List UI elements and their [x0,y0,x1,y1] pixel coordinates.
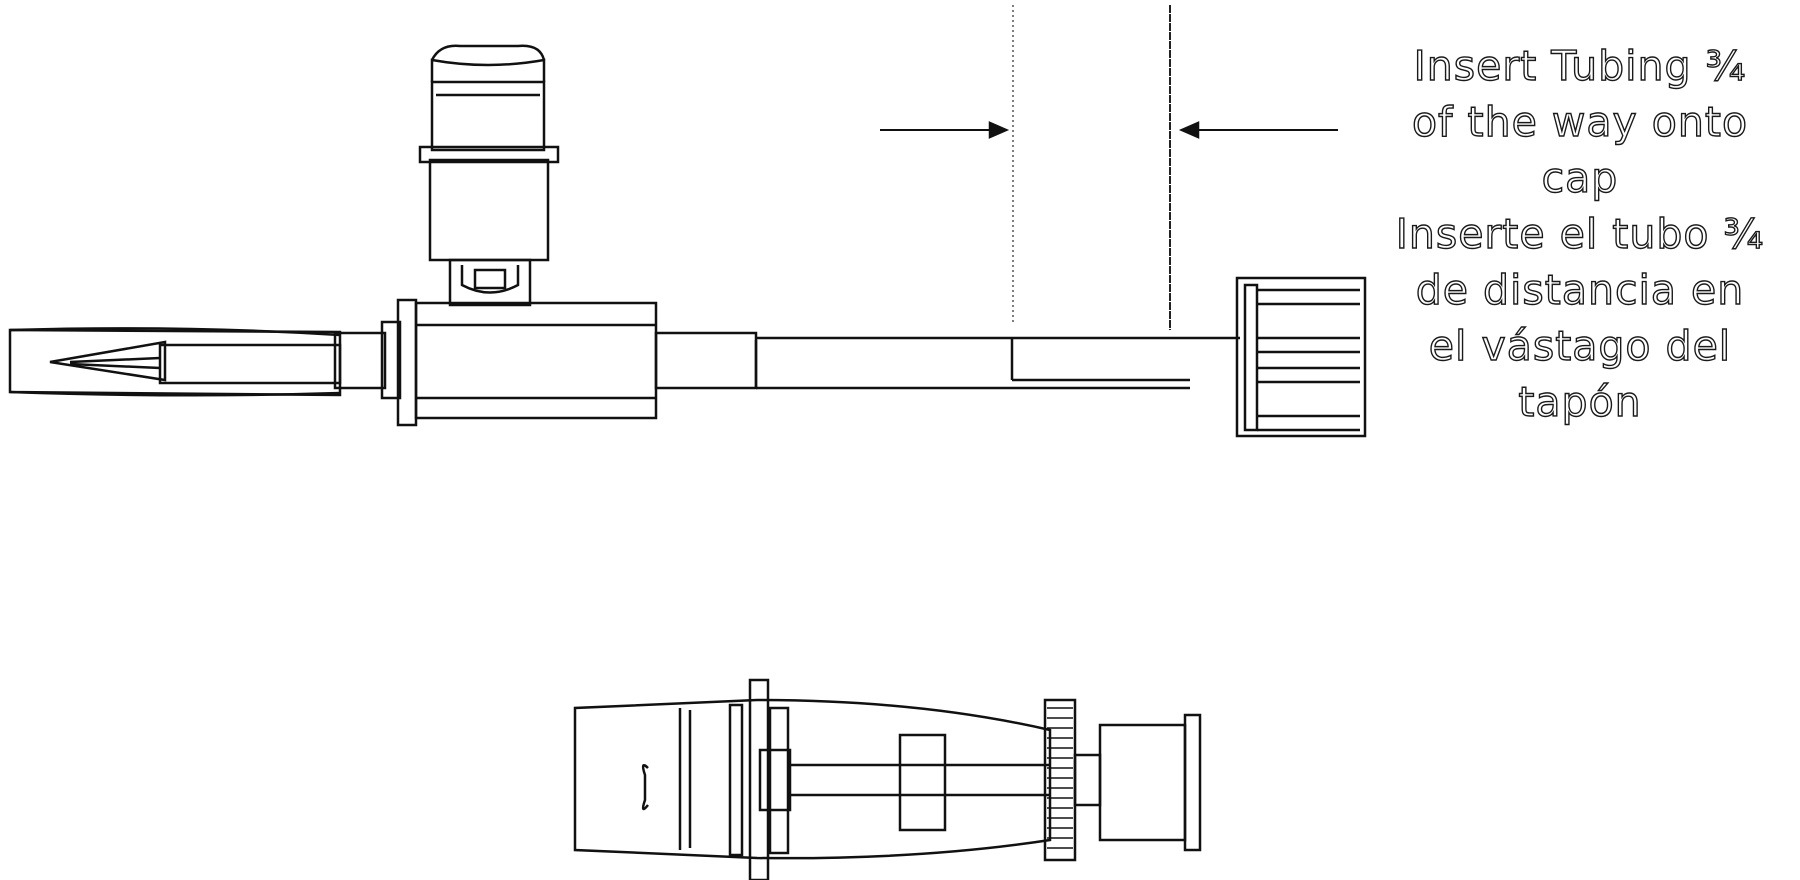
spanish-line-4: tapón [1518,377,1642,426]
spanish-line-2: de distancia en [1415,265,1745,314]
english-line-1: Insert Tubing ¾ [1413,41,1747,90]
tubing [654,331,1240,390]
spanish-line-3: el vástago del [1428,321,1732,370]
spike-body [396,298,658,427]
top-view-knurl [1047,707,1073,849]
spanish-line-1: Inserte el tubo ¾ [1395,209,1765,258]
spike-assembly-side-view [8,44,1367,438]
instruction-label: Insert Tubing ¾ of the way onto cap Inse… [1360,38,1800,430]
spike-tip [8,320,402,400]
measurement-guides [880,5,1338,330]
english-line-3: cap [1541,153,1619,202]
arrow-left [1178,121,1338,139]
english-line-2: of the way onto [1411,97,1749,146]
spike-assembly-top-view [573,678,1202,880]
arrow-right [880,121,1010,139]
ridged-cap [1235,276,1367,438]
vent-column [418,44,560,307]
